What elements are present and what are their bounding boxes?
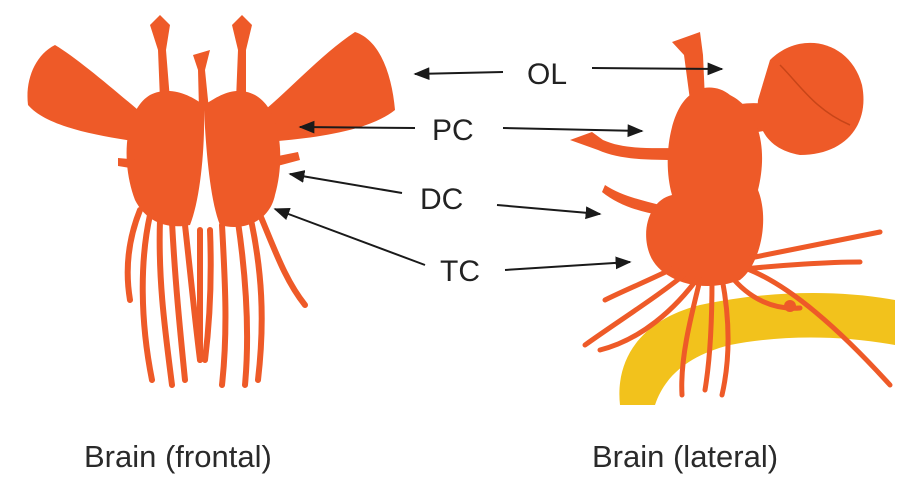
caption-frontal: Brain (frontal) <box>84 439 272 474</box>
pc-arrow-right <box>503 128 642 131</box>
ol-arrow-left <box>415 72 503 74</box>
frontal-left-antenna <box>150 15 170 100</box>
brain-lateral-illustration <box>570 32 895 405</box>
dc-arrow-right <box>497 205 600 214</box>
brain-frontal-illustration <box>27 15 395 385</box>
label-dc: DC <box>420 183 463 216</box>
caption-lateral: Brain (lateral) <box>592 439 778 474</box>
frontal-right-antenna <box>232 15 252 100</box>
pc-arrow-left <box>300 127 415 128</box>
label-tc: TC <box>440 255 480 288</box>
ol-arrow-right <box>592 68 722 69</box>
frontal-nerves <box>128 210 305 385</box>
label-ol: OL <box>527 58 567 91</box>
lateral-neuron-body <box>784 300 796 312</box>
label-pc: PC <box>432 114 474 147</box>
lateral-top-antenna <box>672 32 705 100</box>
tc-arrow-right <box>505 262 630 270</box>
dc-arrow-left <box>290 174 402 193</box>
lateral-central-body <box>646 88 763 286</box>
lateral-side-antenna <box>570 132 680 160</box>
tc-arrow-left <box>275 209 425 265</box>
frontal-central-body <box>127 91 281 227</box>
lateral-left-stub <box>602 185 660 215</box>
